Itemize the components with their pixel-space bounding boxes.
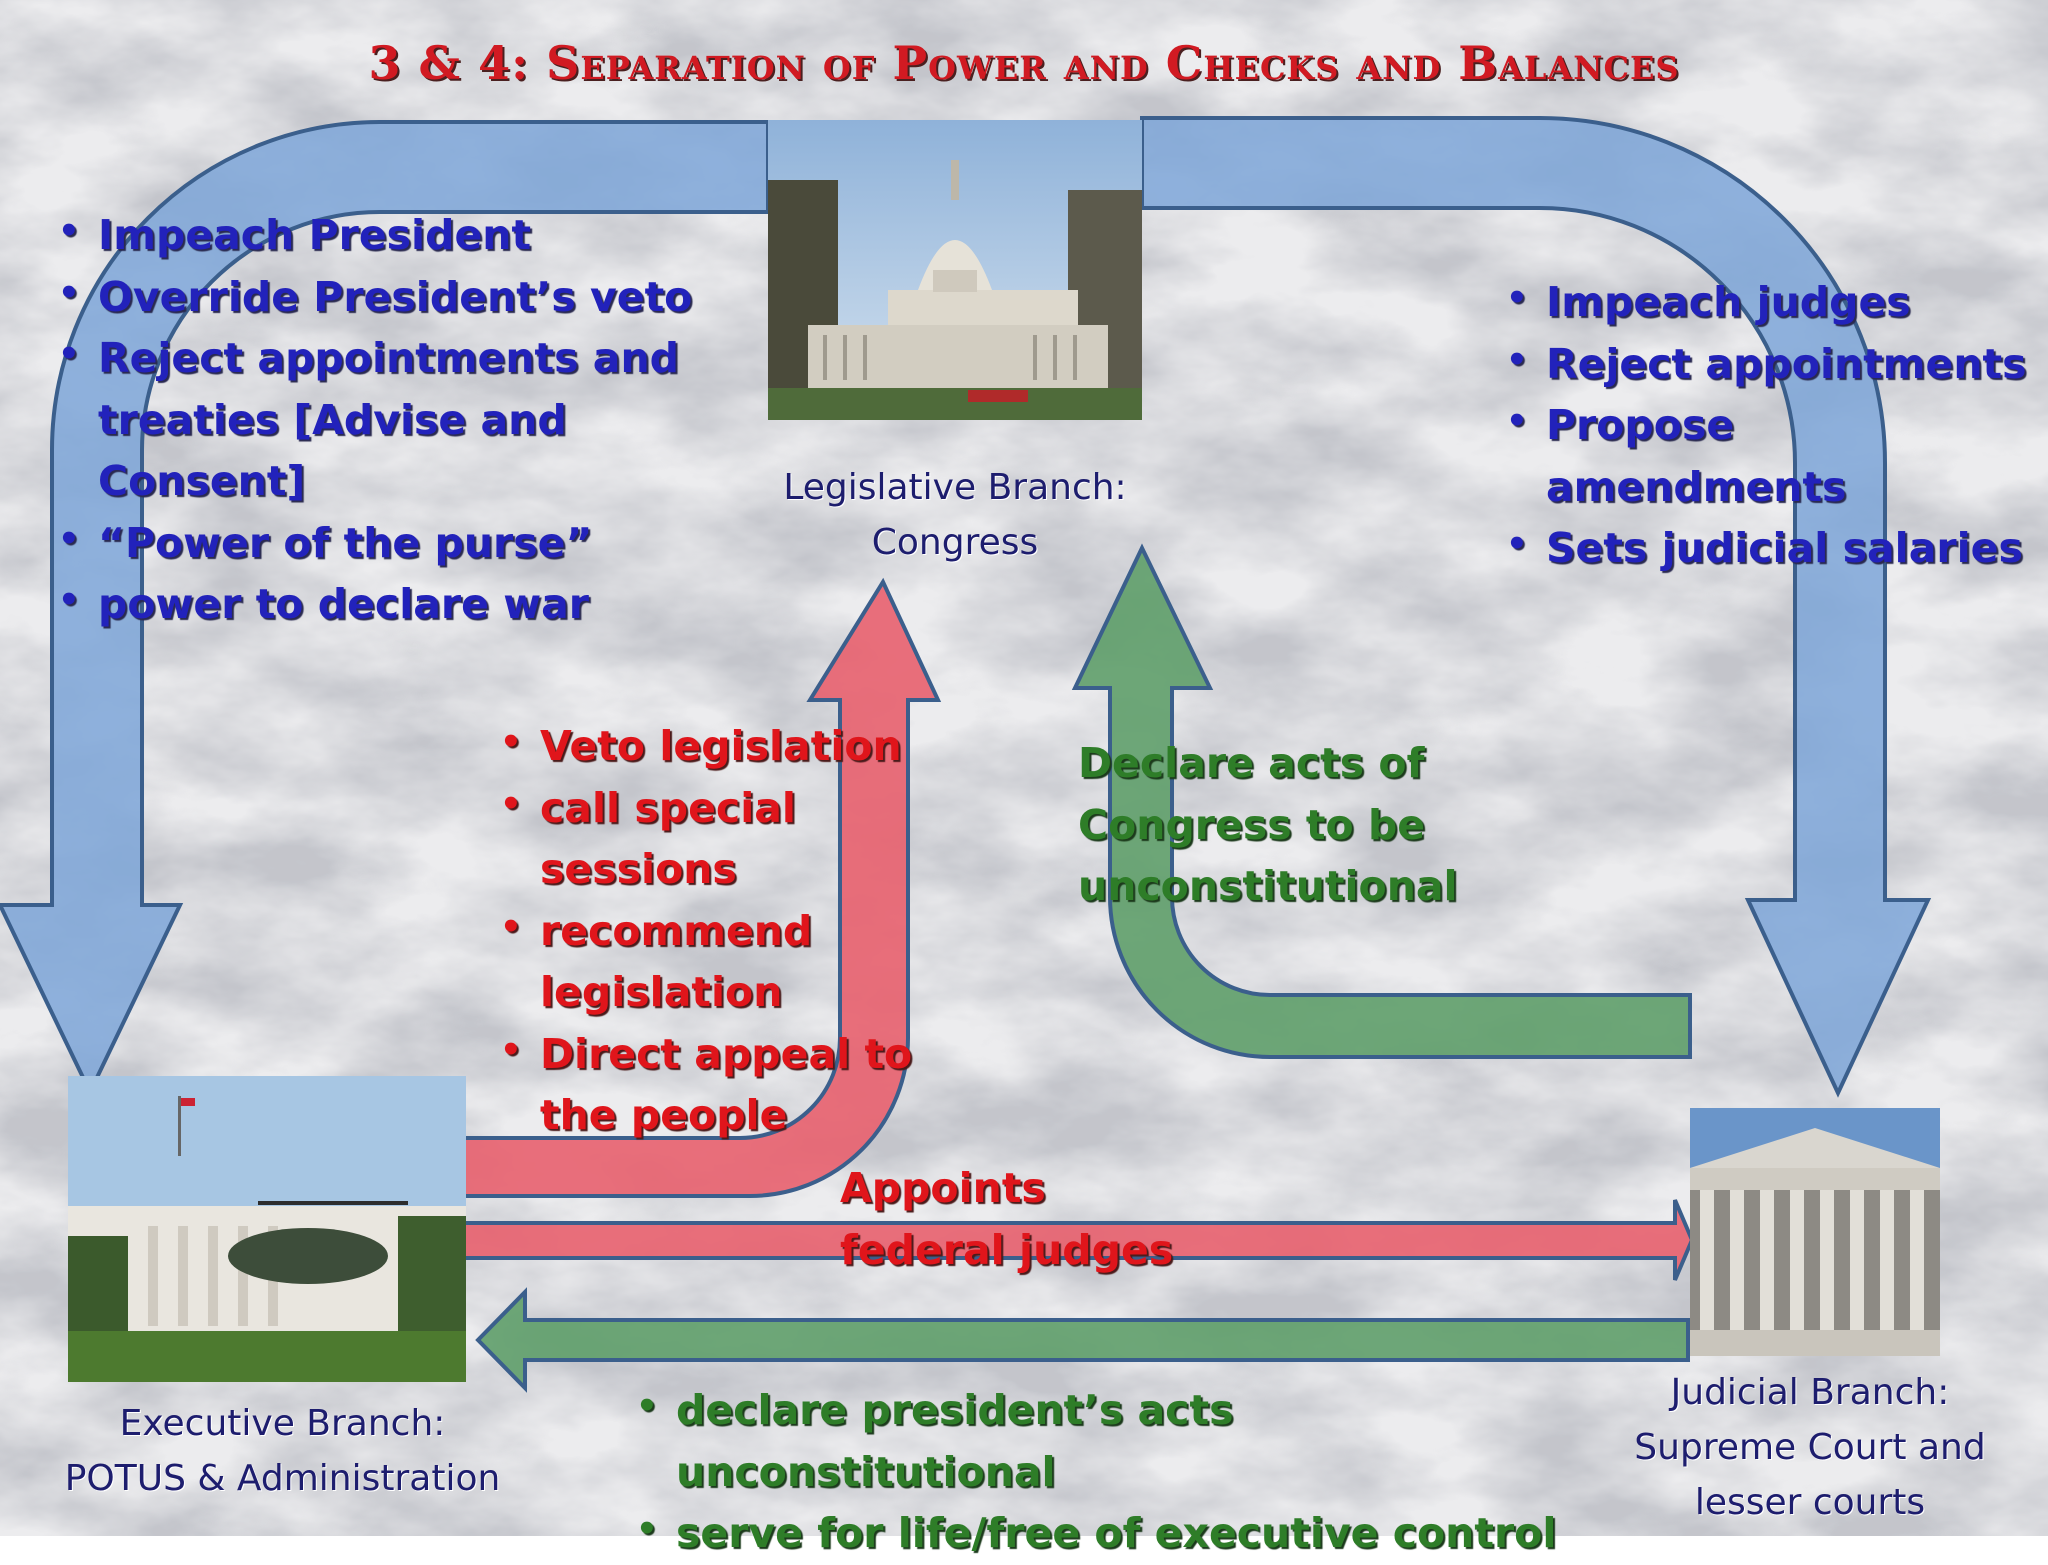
capitol-photo: [768, 120, 1142, 420]
legislative-checks-on-judicial: Impeach judges Reject appointments Propo…: [1502, 268, 2042, 580]
list-item: call special sessions: [496, 774, 966, 901]
list-item: Reject appointments: [1502, 330, 2042, 396]
executive-checks-on-judicial: Appoints federal judges: [840, 1164, 1174, 1274]
list-item: Veto legislation: [496, 712, 966, 778]
executive-branch-label: Executive Branch: POTUS & Administration: [30, 1396, 535, 1506]
list-item: Impeach judges: [1502, 268, 2042, 334]
judicial-checks-on-legislative: Declare acts of Congress to be unconstit…: [1078, 739, 1458, 910]
white-house-photo: [68, 1076, 466, 1382]
arrow-judicial-to-legislative: [1071, 543, 1692, 1059]
legislative-branch-label: Legislative Branch: Congress: [760, 460, 1150, 570]
list-item: declare president’s acts unconstitutiona…: [632, 1376, 1612, 1503]
executive-branch-line1: Executive Branch:: [119, 1403, 446, 1444]
list-item: “Power of the purse”: [54, 509, 754, 575]
supreme-court-photo: [1690, 1108, 1940, 1356]
list-item: serve for life/free of executive control: [632, 1499, 1612, 1565]
list-item: power to declare war: [54, 570, 754, 636]
list-item: recommend legislation: [496, 897, 966, 1024]
list-item: Override President’s veto: [54, 263, 754, 329]
arrow-legislative-to-judicial: [1140, 116, 1932, 1098]
executive-branch-line2: POTUS & Administration: [64, 1458, 501, 1499]
legislative-branch-line1: Legislative Branch:: [783, 467, 1127, 508]
judicial-branch-line2: Supreme Court and: [1634, 1427, 1986, 1468]
judicial-branch-line3: lesser courts: [1694, 1482, 1926, 1523]
list-item: Propose amendments: [1502, 391, 2042, 518]
list-item: Sets judicial salaries: [1502, 514, 2042, 580]
list-item: Direct appeal to the people: [496, 1020, 920, 1147]
list-item: Reject appointments and treaties [Advise…: [54, 324, 778, 513]
legislative-branch-line2: Congress: [871, 522, 1039, 563]
judicial-branch-label: Judicial Branch: Supreme Court and lesse…: [1600, 1365, 2020, 1530]
page-title: 3 & 4: Separation of Power and Checks an…: [368, 36, 1680, 90]
legislative-checks-on-executive: Impeach President Override President’s v…: [54, 201, 754, 636]
list-item: Impeach President: [54, 201, 754, 267]
judicial-branch-line1: Judicial Branch:: [1670, 1372, 1950, 1413]
executive-checks-on-legislative: Veto legislation call special sessions r…: [496, 712, 966, 1147]
judicial-checks-on-executive: declare president’s acts unconstitutiona…: [632, 1376, 1612, 1565]
